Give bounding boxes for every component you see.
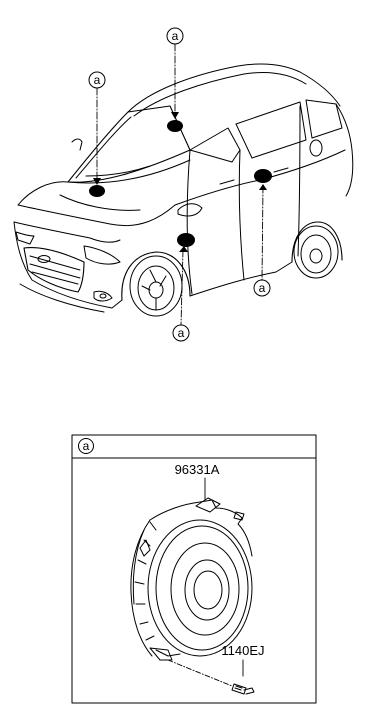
callout-roof: a — [166, 27, 184, 45]
detail-box-tag: a — [83, 439, 90, 453]
speaker-locations — [89, 120, 272, 247]
speaker-location-rear-door — [254, 169, 272, 183]
callout-front-door: a — [172, 324, 190, 342]
callout-front-door-label: a — [178, 326, 185, 340]
leader-lines — [96, 43, 264, 326]
detail-box: a — [71, 434, 317, 704]
speaker-location-dash — [89, 185, 105, 197]
part-number-screw: 1140EJ — [221, 643, 264, 658]
speaker-location-front-door — [177, 233, 195, 247]
part-number-speaker: 96331A — [175, 462, 220, 477]
callout-dash-label: a — [94, 73, 101, 87]
car-illustration — [13, 63, 354, 317]
screw-leader — [167, 659, 233, 687]
callout-dash: a — [88, 71, 106, 89]
speaker-location-roof — [167, 120, 183, 132]
callout-roof-label: a — [172, 29, 179, 43]
callout-rear-door: a — [253, 279, 271, 297]
speaker-drawing — [130, 497, 253, 661]
screw-drawing — [231, 683, 255, 695]
leader-arrowheads — [93, 112, 267, 252]
callout-rear-door-label: a — [259, 281, 266, 295]
